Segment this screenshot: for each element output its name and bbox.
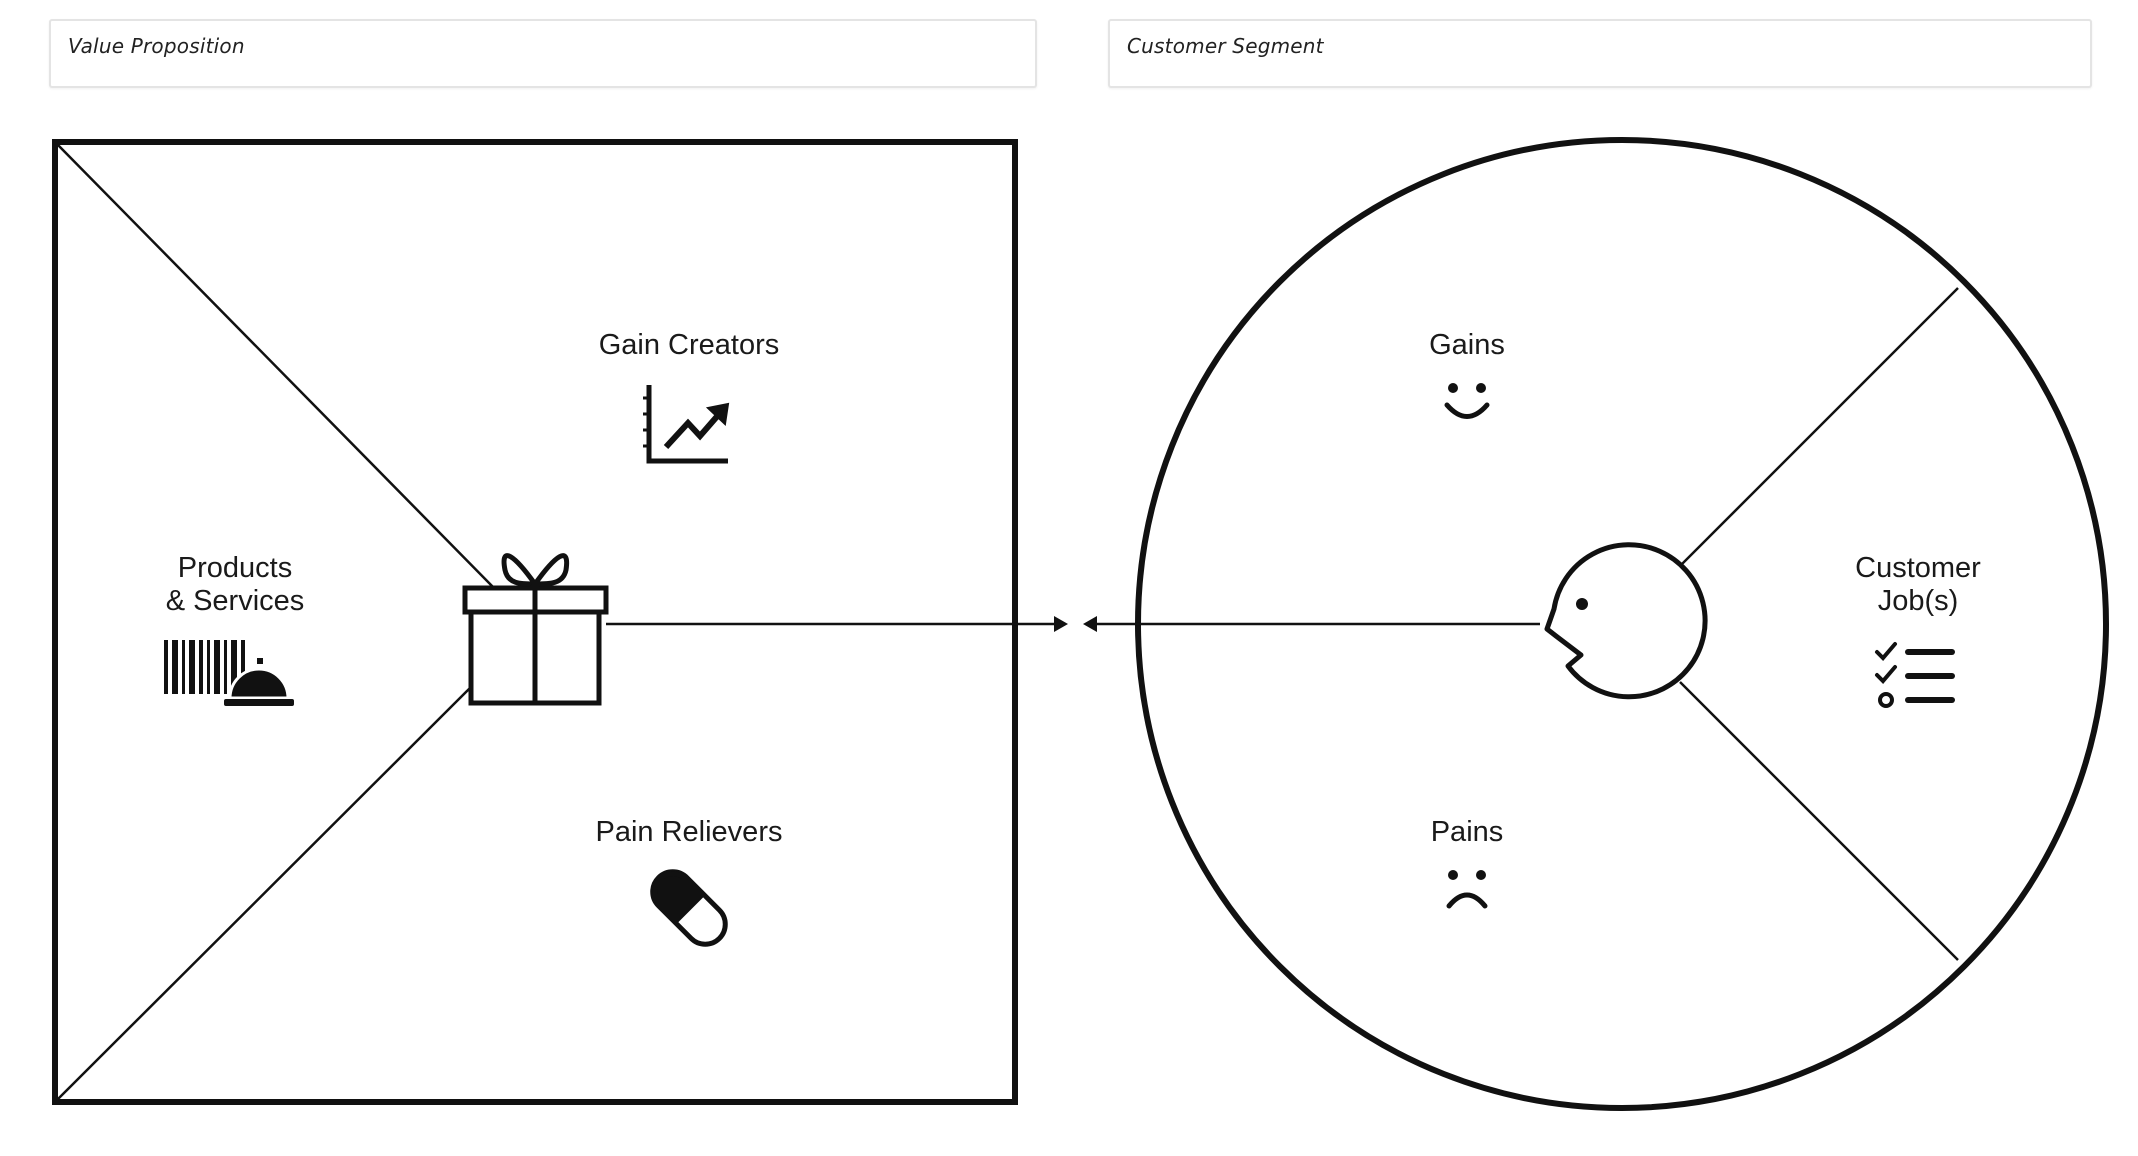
smile-icon [1444, 383, 1490, 419]
value-proposition-title: Value Proposition [68, 34, 245, 58]
customer-segment-title: Customer Segment [1127, 34, 1324, 58]
gains-label: Gains [1429, 329, 1505, 361]
divider-top [57, 144, 495, 589]
gain-creators-label: Gain Creators [599, 329, 780, 361]
pains-label: Pains [1431, 816, 1504, 848]
fit-arrow-left [606, 616, 1068, 632]
divider-upper [1679, 287, 1959, 567]
frown-icon [1446, 870, 1488, 909]
pill-icon [650, 869, 728, 947]
checklist-icon [1875, 642, 1955, 708]
products-services-label-line1: Products [178, 552, 292, 584]
customer-segment-header[interactable]: Customer Segment [1108, 19, 2092, 88]
divider-bottom [57, 687, 471, 1100]
fit-arrow-right [1083, 616, 1540, 632]
trend-chart-icon [643, 385, 730, 464]
face-profile-icon [1544, 542, 1708, 700]
customer-jobs-label-line1: Customer [1855, 552, 1981, 584]
barcode-service-bell-icon [164, 640, 294, 706]
products-services-label-line2: & Services [166, 585, 305, 617]
divider-lower [1679, 681, 1959, 961]
customer-jobs-label-line2: Job(s) [1878, 585, 1959, 617]
gift-icon [462, 553, 609, 706]
pain-relievers-label: Pain Relievers [596, 816, 783, 848]
value-proposition-header[interactable]: Value Proposition [49, 19, 1037, 88]
